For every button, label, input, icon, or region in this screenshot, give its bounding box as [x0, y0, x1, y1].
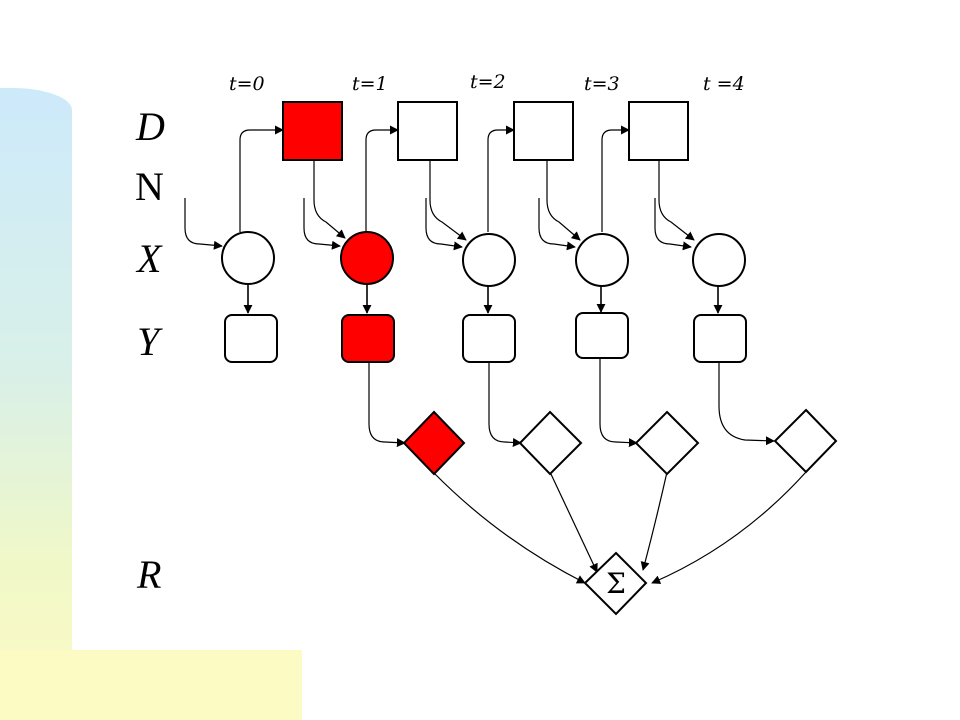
- time-label-t2: t=2: [470, 71, 506, 93]
- observation-node-t1: [341, 314, 395, 363]
- reward-node-t2: [518, 410, 583, 476]
- row-label-reward: R: [136, 552, 161, 597]
- decision-node-t3: [513, 101, 574, 161]
- edge-r3-sum: [640, 471, 668, 571]
- decision-node-t2: [397, 101, 458, 161]
- edge-y2-r2: [488, 362, 522, 447]
- reward-node-t1: [402, 410, 466, 476]
- edge-r1-sum: [432, 471, 586, 584]
- time-label-t1: t=1: [352, 73, 388, 95]
- edge-d1-x1: [313, 160, 346, 239]
- edge-n2-x2: [425, 198, 463, 251]
- edge-d3-x3: [546, 160, 581, 241]
- edge-n4-x4: [654, 198, 692, 251]
- time-label-t4: t =4: [703, 73, 745, 95]
- state-node-t1: [340, 231, 394, 285]
- edge-r2-sum: [549, 471, 598, 573]
- background-gradient-strip: [0, 88, 72, 720]
- edge-n3-x3: [538, 198, 576, 251]
- row-label-observation: Y: [137, 319, 163, 364]
- observation-node-t0: [224, 314, 278, 363]
- row-label-state: X: [135, 236, 163, 281]
- state-node-t4: [692, 233, 746, 287]
- state-node-t0: [221, 231, 275, 285]
- edge-d4-x4: [658, 160, 695, 241]
- row-label-decision: D: [135, 104, 165, 149]
- edge-x1-d2: [365, 125, 399, 232]
- edge-r4-sum: [651, 471, 807, 584]
- observation-node-t2: [462, 314, 516, 363]
- state-node-t2: [462, 233, 516, 287]
- state-node-t3: [575, 233, 629, 287]
- edge-d2-x2: [429, 160, 467, 241]
- time-label-t3: t=3: [584, 73, 620, 95]
- decision-node-t1: [282, 101, 343, 161]
- observation-node-t3: [575, 312, 629, 359]
- edge-y4-r4: [718, 362, 775, 446]
- row-label-noise: N: [135, 164, 164, 209]
- sum-symbol: Σ: [606, 567, 626, 600]
- edge-y1-r1: [368, 362, 406, 448]
- reward-node-t4: [773, 408, 838, 474]
- edge-y3-r3: [599, 358, 638, 448]
- time-label-t0: t=0: [229, 73, 265, 95]
- edge-n1-x1: [303, 198, 341, 250]
- edge-n0-x0: [184, 198, 223, 250]
- decision-node-t4: [628, 101, 689, 161]
- reward-node-t3: [634, 410, 700, 476]
- background-bottom-band: [0, 650, 302, 720]
- edge-x0-d1: [239, 125, 284, 232]
- edge-x2-d3: [487, 125, 515, 232]
- edge-x3-d4: [601, 125, 630, 232]
- sum-node: [583, 551, 648, 616]
- observation-node-t4: [693, 314, 747, 363]
